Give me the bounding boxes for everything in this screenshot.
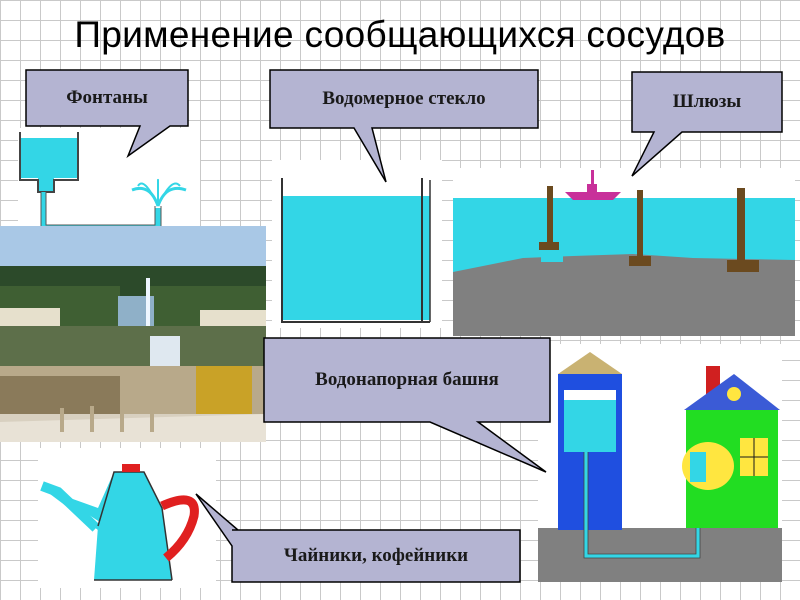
water-gauge-diagram [272,160,442,328]
water-tower-diagram [538,344,782,582]
water-glass-callout [269,69,539,183]
kettles-label: Чайники, кофейники [283,545,469,566]
locks-label: Шлюзы [672,91,742,112]
kettle-diagram [38,448,216,588]
locks-diagram [453,168,795,336]
fountains-callout [25,69,189,159]
water-glass-label: Водомерное стекло [322,88,486,109]
kettles-callout [195,493,521,583]
water-tower-label: Водонапорная башня [315,369,499,390]
fountain-diagram [18,128,200,240]
water-tower-callout [263,337,551,473]
slide-title: Применение сообщающихся сосудов [74,14,726,55]
locks-callout [631,71,783,177]
fountains-label: Фонтаны [66,87,148,108]
fountain-photo [0,226,266,442]
